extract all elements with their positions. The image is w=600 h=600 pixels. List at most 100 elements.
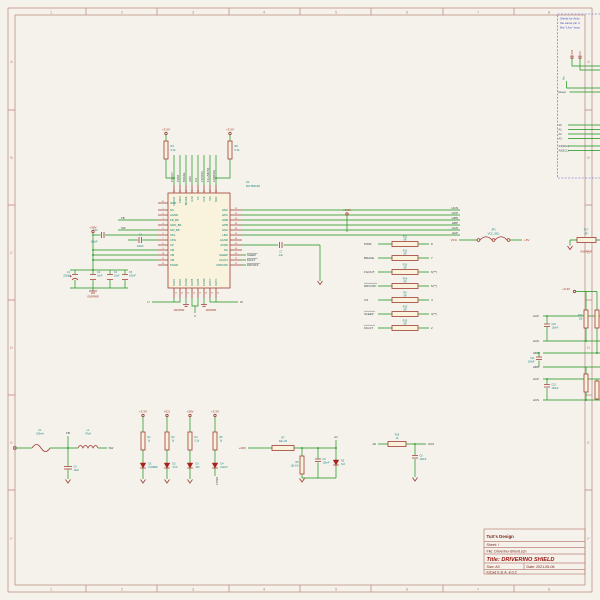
net-label[interactable]: CS: [364, 298, 368, 302]
net-label[interactable]: HBN: [533, 365, 539, 369]
ref-label: R8: [295, 461, 299, 464]
net-label-a5[interactable]: A5(SCL): [559, 148, 569, 152]
frame-col: 6: [406, 588, 408, 592]
fuse-icon[interactable]: [31, 444, 51, 452]
net-label[interactable]: HCP: [452, 211, 458, 215]
phase-outputs[interactable]: U V W GNDPWR GNDPWR: [147, 298, 243, 318]
power-label[interactable]: +3.3V: [226, 128, 234, 132]
net-label[interactable]: HCP: [533, 377, 539, 381]
pullup-r6[interactable]: +3.3V R6 5.1k: [216, 128, 240, 179]
net-label-cs[interactable]: CS: [194, 178, 198, 182]
net-label[interactable]: HBN: [452, 216, 458, 220]
net-label[interactable]: SLEEP: [364, 312, 374, 316]
net-label-ilim[interactable]: ILIM: [188, 176, 192, 182]
power-label[interactable]: +5V: [524, 238, 529, 242]
net-label-vcc[interactable]: VCC: [451, 238, 458, 242]
net-label-a4[interactable]: A4(SDA): [559, 144, 569, 148]
led-column-power[interactable]: +3.3V R1 1k D1 POWER: [139, 410, 158, 484]
resistor-body[interactable]: [227, 140, 233, 160]
led-icon[interactable]: [163, 462, 171, 469]
resistor-r17[interactable]: R17 0R GNDPWR: [567, 229, 600, 254]
net-label[interactable]: BRAKE: [364, 256, 374, 260]
note-box[interactable]: Shield for Ardu the same pin d like "Uno…: [557, 13, 600, 179]
power-label[interactable]: VCC: [164, 410, 171, 414]
net-label[interactable]: HBP: [533, 351, 539, 355]
net-label-a0[interactable]: A0: [559, 123, 563, 127]
value-label: 0R: [584, 233, 587, 236]
net-label-fault[interactable]: FAULT: [247, 258, 256, 262]
zener-icon[interactable]: [332, 459, 340, 466]
rc-ilim[interactable]: A0 R16 1k C6 100nF ILIM: [372, 433, 434, 482]
net-label-sw[interactable]: SW: [121, 226, 126, 230]
net-label-fgout[interactable]: FGOUT: [170, 172, 174, 182]
power-label[interactable]: +36V: [89, 226, 96, 230]
net-label[interactable]: FGOUT: [364, 270, 375, 274]
power-label[interactable]: +3.3V: [562, 287, 570, 291]
net-label-a3[interactable]: A3: [559, 136, 563, 140]
net-label-fb[interactable]: FB: [121, 216, 125, 220]
net-label-pwm[interactable]: PWM: [176, 174, 180, 182]
net-label-a2[interactable]: A2: [559, 132, 563, 136]
net-label-v[interactable]: V: [194, 314, 196, 318]
reset-label[interactable]: Reset: [559, 90, 567, 94]
power-label[interactable]: +36V: [186, 410, 193, 414]
led-icon[interactable]: [211, 462, 219, 469]
led-column-fault[interactable]: +3.3V R5 1k D4 FAULT FAULT: [211, 410, 228, 486]
input-filter[interactable]: F1 200mA FB L1 47uH SW C9 10uF: [13, 429, 114, 484]
resistor-body[interactable]: [163, 140, 169, 160]
ic-ref[interactable]: U1: [246, 180, 250, 184]
net-label-a1[interactable]: A1: [334, 435, 338, 439]
net-label-a0[interactable]: A0: [372, 442, 376, 446]
net-label-sleep[interactable]: SLEEP: [247, 253, 256, 257]
ic-right-nets[interactable]: HCN HCP HBN HBP HAN HAP C7 1uF +3.3V SLE…: [242, 206, 460, 286]
ic-value[interactable]: MCT8316Z: [246, 184, 260, 188]
net-label-u[interactable]: U: [147, 300, 149, 304]
net-label-fb[interactable]: FB: [66, 431, 70, 435]
ic-body[interactable]: [167, 192, 231, 289]
power-label[interactable]: +36V: [239, 446, 246, 450]
led-column-vcc[interactable]: VCC R2 1k D2 VCC: [163, 410, 178, 484]
vin-label[interactable]: Vin: [562, 76, 566, 80]
svg-text:33: 33: [215, 191, 217, 193]
net-label[interactable]: HBP: [452, 221, 458, 225]
inductor-icon[interactable]: [77, 445, 99, 449]
net-label[interactable]: HCN: [452, 206, 459, 210]
net-label-w[interactable]: W: [240, 300, 243, 304]
power-label[interactable]: +3.3V: [139, 410, 147, 414]
jumper-jp2[interactable]: VCC JP2 VCC_SEL +5V: [451, 228, 530, 243]
pullup-r3[interactable]: +3.3V R3 5.1k: [162, 128, 176, 179]
net-label[interactable]: PWM: [364, 242, 372, 246]
net-label[interactable]: HAN: [533, 339, 539, 343]
net-label[interactable]: DRVOFF: [364, 284, 376, 288]
resistor-ladder[interactable]: PWM BRAKE FGOUT DRVOFF CS SLEEP FAULT 8 …: [364, 235, 437, 331]
net-label[interactable]: HCN: [533, 398, 539, 402]
power-label[interactable]: +3.3V: [343, 208, 351, 212]
hall-area[interactable]: +3.3V R18 10k R19 10k HAP HAN HBP HBN HC…: [528, 287, 600, 402]
svg-text:CPH: CPH: [170, 238, 176, 242]
power-label[interactable]: +3.3V: [162, 128, 170, 132]
ic-top-nets[interactable]: FGOUT PWM BRAKE ILIM CS 13(SCK) 11(~/MOS…: [170, 155, 217, 185]
power-label[interactable]: +3.3V: [211, 410, 219, 414]
net-label-sw[interactable]: SW: [109, 446, 114, 450]
led-icon[interactable]: [186, 462, 194, 469]
led-icon[interactable]: [139, 462, 147, 469]
frame-row: D: [10, 346, 13, 350]
net-label-brake[interactable]: BRAKE: [182, 172, 186, 182]
net-label-miso[interactable]: 12(MISO): [212, 170, 216, 182]
left-area[interactable]: FB SW C13 100nF C3 100nF +36V C1 220uF C…: [63, 216, 158, 299]
net-label-mosi[interactable]: 11(~/MOSI): [206, 168, 210, 182]
net-label-drvoff[interactable]: DRVOFF: [247, 263, 259, 267]
net-label-a1[interactable]: A1: [559, 127, 563, 131]
net-label[interactable]: FAULT: [364, 326, 373, 330]
net-label[interactable]: HAP: [533, 314, 539, 318]
net-label-fault[interactable]: FAULT: [215, 477, 219, 486]
net-label[interactable]: HAN: [452, 226, 458, 230]
led-column-36v[interactable]: +36V R4 5.1k D3 36V: [186, 410, 200, 484]
divider-a1[interactable]: +36V R7 62k 1% R8 10k 1% C8 100nF D5 3v3…: [239, 435, 346, 483]
net-label[interactable]: HAP: [452, 231, 458, 235]
ref-label: C9: [74, 466, 78, 469]
net-label-ilim[interactable]: ILIM: [428, 442, 434, 446]
net-label-sck[interactable]: 13(SCK): [200, 171, 204, 182]
